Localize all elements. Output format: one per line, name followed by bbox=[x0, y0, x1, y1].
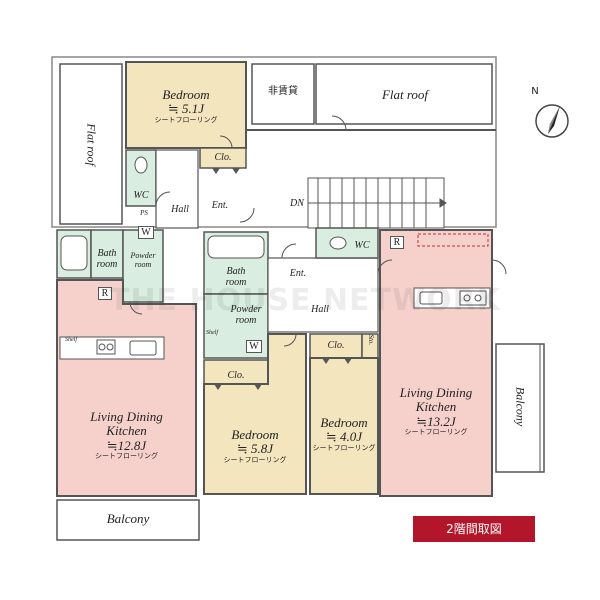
r-label-right: R bbox=[390, 236, 404, 249]
balcony-right-label: Balcony bbox=[513, 386, 528, 427]
flat-roof-left bbox=[59, 63, 123, 225]
bedroom-3 bbox=[309, 357, 379, 495]
staircase bbox=[307, 177, 447, 229]
balcony-right bbox=[495, 343, 545, 473]
ent-top-label: Ent. bbox=[211, 200, 229, 211]
storage-label: Sto. bbox=[366, 334, 375, 346]
wc-middle bbox=[315, 227, 379, 259]
bedroom-3-label: Bedroom ≒ 4.0J シートフローリング bbox=[312, 415, 376, 452]
ent-middle-label: Ent. bbox=[289, 268, 307, 279]
clo-label-1: Clo. bbox=[214, 152, 232, 163]
r-label-left: R bbox=[98, 287, 112, 300]
compass-icon bbox=[535, 104, 569, 138]
hall-top-label: Hall bbox=[171, 204, 189, 215]
bedroom-1 bbox=[125, 61, 247, 149]
bathtub-middle bbox=[207, 235, 265, 259]
bathtub-left bbox=[60, 235, 88, 271]
non-rental-area bbox=[251, 63, 315, 125]
dn-label: DN bbox=[290, 198, 304, 209]
bath-room-left bbox=[90, 229, 124, 279]
upper-hall bbox=[155, 149, 199, 229]
ldk-right bbox=[379, 229, 493, 497]
w-label-left: W bbox=[138, 226, 154, 239]
bedroom-1-closet bbox=[199, 147, 247, 169]
ldk-left-label: Living Dining Kitchen ≒12.8J シートフローリング bbox=[90, 409, 163, 460]
clo-label-right-middle: Clo. bbox=[327, 340, 345, 351]
bedroom-2 bbox=[203, 333, 307, 495]
ps-label-top: PS bbox=[140, 209, 148, 217]
balcony-left bbox=[56, 499, 200, 541]
shelf-label-left: Shelf bbox=[65, 337, 77, 343]
shelf-label-middle: Shelf bbox=[206, 330, 218, 336]
ldk-left bbox=[56, 279, 197, 497]
watermark: THE HOUSE NETWORK bbox=[108, 283, 502, 318]
hall-middle-label: Hall bbox=[311, 304, 329, 315]
clo-label-middle: Clo. bbox=[227, 370, 245, 381]
compass-letter: N bbox=[531, 86, 539, 97]
w-label-middle: W bbox=[246, 340, 262, 353]
non-rental-label: 非賃貸 bbox=[268, 86, 298, 97]
toilet-top bbox=[134, 156, 148, 174]
wc-top-label: WC bbox=[133, 190, 149, 201]
powder-left bbox=[122, 229, 164, 303]
flat-roof-top bbox=[315, 63, 493, 125]
clo-right-middle bbox=[309, 333, 363, 359]
floor-badge: 2階間取図 bbox=[413, 516, 535, 542]
flat-roof-top-label: Flat roof bbox=[381, 87, 429, 102]
outer-frame bbox=[51, 56, 497, 228]
middle-hall bbox=[267, 257, 379, 333]
bedroom-2-label: Bedroom ≒ 5.8J シートフローリング bbox=[223, 427, 287, 464]
flat-roof-left-label: Flat roof bbox=[84, 123, 99, 166]
wc-middle-label: WC bbox=[354, 240, 370, 251]
ldk-right-label: Living Dining Kitchen ≒13.2J シートフローリング bbox=[399, 385, 473, 436]
balcony-left-label: Balcony bbox=[106, 511, 150, 526]
bedroom-1-label: Bedroom ≒ 5.1J シートフローリング bbox=[154, 87, 218, 124]
